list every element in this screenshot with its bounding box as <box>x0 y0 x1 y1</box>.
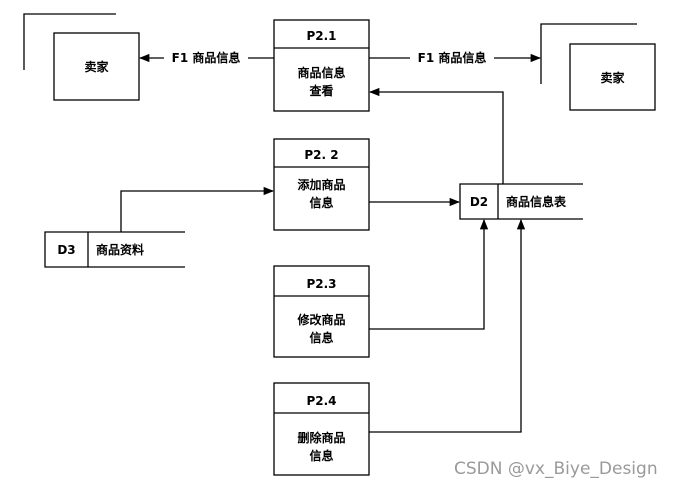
process-label-line: 信息 <box>309 448 333 463</box>
flow-label: F1 商品信息 <box>418 50 487 65</box>
store-name: 商品信息表 <box>506 194 567 209</box>
process-id: P2. 2 <box>304 148 338 162</box>
process-p2-2: P2. 2 添加商品 信息 <box>273 138 370 231</box>
flow-f1-to-seller-left: F1 商品信息 <box>138 49 274 65</box>
entity-label-seller-left: 卖家 <box>84 59 109 74</box>
data-store-d3: D3 商品资料 <box>44 231 185 268</box>
flow-p2-3-to-d2 <box>369 218 489 330</box>
store-id: D2 <box>470 195 488 209</box>
process-label-line: 查看 <box>308 83 333 98</box>
flow-label: F1 商品信息 <box>172 50 241 65</box>
data-store-d2: D2 商品信息表 <box>459 183 583 220</box>
flow-d3-to-p2-2 <box>120 186 275 232</box>
process-label-line: 删除商品 <box>297 430 345 445</box>
process-label-line: 添加商品 <box>297 177 345 192</box>
process-label-line: 信息 <box>309 195 333 210</box>
entity-label-seller-right: 卖家 <box>600 70 625 85</box>
process-label-line: 修改商品 <box>296 312 345 327</box>
process-p2-3: P2.3 修改商品 信息 <box>273 265 370 358</box>
process-label-line: 商品信息 <box>297 65 345 80</box>
process-p2-4: P2.4 删除商品 信息 <box>273 382 370 476</box>
flow-f1-to-seller-right: F1 商品信息 <box>369 49 542 65</box>
store-id: D3 <box>57 243 75 257</box>
store-name: 商品资料 <box>96 242 144 257</box>
csdn-watermark: CSDN @vx_Biye_Design <box>454 459 658 479</box>
flow-d2-to-p2-1 <box>368 87 504 184</box>
process-p2-1: P2.1 商品信息 查看 <box>273 19 370 112</box>
process-id: P2.4 <box>306 394 336 408</box>
external-entity-seller-right: 卖家 <box>540 23 656 111</box>
external-entity-seller-left: 卖家 <box>23 13 140 101</box>
flow-p2-4-to-d2 <box>369 218 526 433</box>
process-id: P2.3 <box>306 277 336 291</box>
process-label-line: 信息 <box>309 330 333 345</box>
process-id: P2.1 <box>306 29 336 43</box>
